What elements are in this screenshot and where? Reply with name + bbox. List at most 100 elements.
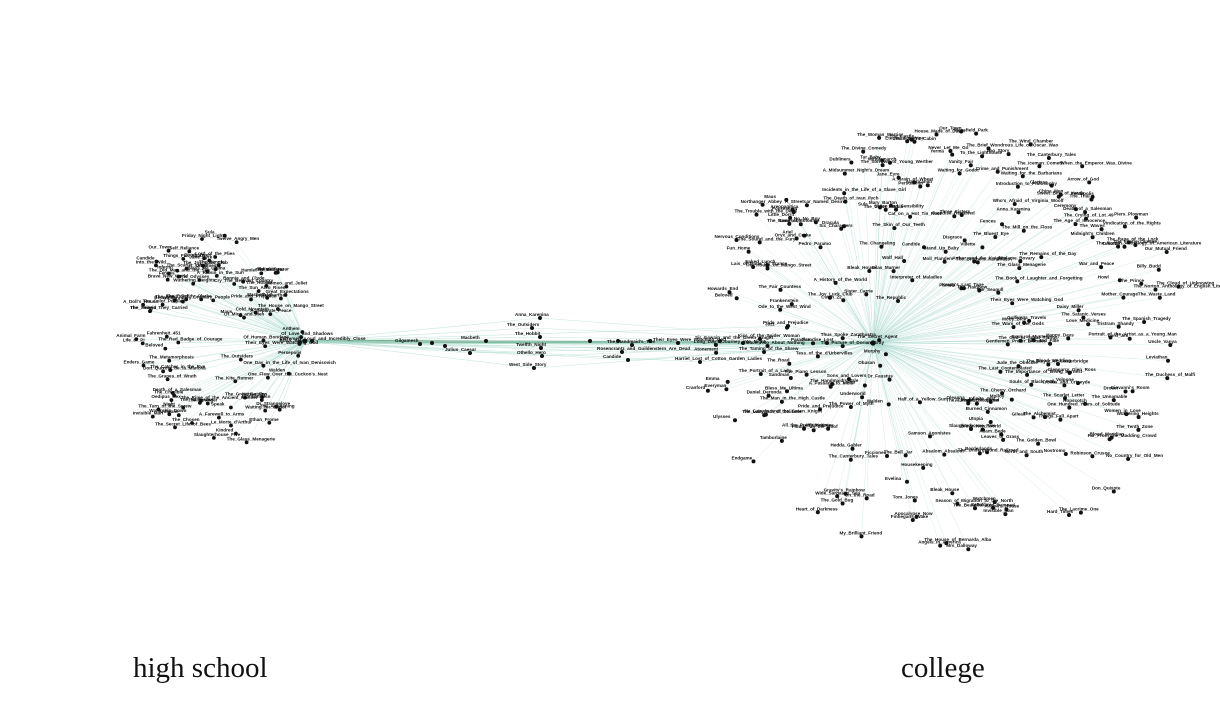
node-label-college-212: The_Alchemist — [1023, 411, 1056, 416]
node-college-152 — [765, 263, 770, 268]
edge-hs-63 — [143, 304, 306, 342]
edge-college-157 — [827, 342, 874, 429]
edge-college-69 — [872, 297, 1124, 344]
edge-hs-17 — [244, 340, 306, 398]
node-label-bridge-2: The_Hobbit — [515, 331, 541, 336]
node-hs-54 — [207, 258, 212, 263]
node-label-hs-3: The_Secret_Life_of_Bees — [155, 421, 211, 426]
node-hs-53 — [173, 298, 177, 302]
edge-hs-27 — [166, 336, 306, 342]
node-label-college-232: Hard_Times — [1047, 509, 1074, 514]
node-label-college-43: Middlemarch — [868, 157, 897, 162]
node-college-234 — [888, 203, 893, 208]
node-college-211 — [1165, 376, 1170, 381]
node-college-36 — [842, 191, 847, 196]
node-hs-68 — [176, 340, 181, 345]
edge-college-125 — [806, 342, 874, 376]
node-hs-78 — [264, 284, 269, 288]
edge-college-93 — [872, 342, 969, 404]
node-college-40 — [1176, 284, 1181, 289]
edge-college-136 — [872, 153, 1009, 344]
node-hs-72 — [273, 271, 278, 275]
node-label-college-201: Ficciones — [865, 450, 887, 455]
edge-hs-32 — [266, 297, 306, 342]
node-label-hs-15: Death_of_a_Salesman — [153, 387, 202, 392]
node-label-college-156: The_Crying_of_Lot_49 — [1064, 213, 1114, 218]
node-label-college-183: Americanah — [906, 179, 932, 184]
node-label-college-200: Pedro_Paramo — [799, 241, 832, 246]
node-label-college-91: Billy_Budd — [1137, 264, 1161, 269]
node-label-college-24: Book_of_Mystery — [1012, 334, 1051, 339]
node-college-4 — [957, 171, 962, 176]
edge-college-214 — [872, 342, 931, 437]
node-label-college-89: Moby_Dick — [1002, 317, 1027, 322]
edge-college-253 — [872, 342, 1012, 400]
node-college-57 — [1015, 279, 1020, 284]
node-college-233 — [1024, 453, 1029, 458]
edge-college-62 — [872, 342, 1004, 441]
node-label-college-116: Three_Sisters — [940, 209, 971, 214]
node-college-158 — [860, 395, 865, 400]
edge-college-75 — [872, 342, 945, 455]
node-hs-64 — [205, 401, 210, 406]
node-college-50 — [1073, 222, 1078, 227]
node-label-college-193: House_Made_of_Dawn — [915, 129, 965, 134]
node-college-169 — [714, 350, 719, 355]
node-label-college-68: The_Gold_Bug — [821, 498, 854, 503]
node-bridge-7 — [418, 342, 422, 346]
node-college-188 — [827, 295, 832, 300]
edge-college-170 — [872, 260, 905, 344]
node-college-43 — [888, 160, 892, 165]
node-college-178 — [955, 501, 960, 506]
node-label-hs-98: Fences — [159, 271, 175, 276]
edge-college-234 — [872, 205, 892, 344]
edge-hs-81 — [203, 265, 306, 342]
edge-college-63 — [872, 283, 1142, 344]
node-college-140 — [784, 197, 789, 202]
node-hs-8 — [199, 297, 204, 302]
node-bridge-9 — [620, 350, 624, 354]
edge-college-66 — [872, 186, 1019, 344]
node-college-58 — [859, 534, 864, 539]
edge-college-180 — [872, 176, 1023, 344]
node-college-52 — [878, 205, 882, 210]
edge-college-18 — [872, 342, 1082, 513]
node-label-college-150: Howl — [1098, 274, 1109, 279]
node-college-90 — [1063, 396, 1067, 401]
node-college-18 — [1078, 510, 1083, 515]
edge-hs-12 — [280, 298, 306, 342]
node-college-73 — [1130, 389, 1135, 394]
node-college-216 — [790, 207, 795, 212]
node-label-college-221: Tristram_Shandy — [1097, 321, 1135, 326]
node-bridge-11 — [630, 343, 634, 347]
node-label-college-125: The_Piano_Lesson — [785, 369, 827, 374]
node-college-102 — [760, 202, 765, 207]
node-hs-21 — [261, 363, 266, 368]
node-college-hub — [870, 340, 876, 346]
node-label-college-172: Midnight's_Children — [1071, 231, 1115, 236]
node-label-college-230: Our_Mutual_Friend — [1145, 246, 1187, 251]
edge-college-129 — [872, 166, 1040, 344]
node-college-138 — [966, 399, 971, 403]
node-label-hs-30: Antigone — [159, 409, 179, 414]
node-label-college-41: Walden — [867, 398, 883, 403]
node-hs-82 — [229, 405, 233, 410]
edge-college-164 — [872, 342, 924, 468]
node-label-hs-14: Romeo_and_Juliet — [266, 281, 307, 286]
node-hs-96 — [234, 431, 238, 436]
node-hs-25 — [172, 393, 177, 398]
node-label-college-137: Glengarry_Glen_Ross — [1048, 367, 1097, 372]
node-college-131 — [892, 226, 897, 231]
node-hs-89 — [163, 346, 168, 351]
edge-hs-67 — [189, 251, 306, 342]
edge-college-222 — [872, 342, 916, 501]
edge-hs-71 — [240, 315, 306, 342]
node-label-hs-55: Wuthering_Heights — [173, 278, 215, 283]
node-label-college-36: Incidents_in_the_Life_of_a_Slave_Girl — [822, 187, 906, 192]
node-college-191 — [1073, 207, 1078, 212]
node-label-college-186: The_Woman_Warrior — [857, 132, 903, 137]
edge-hs-98 — [178, 276, 306, 342]
node-college-123 — [944, 541, 949, 546]
node-hs-91 — [175, 268, 180, 273]
node-label-college-60: Dr_Faustus — [868, 374, 894, 379]
